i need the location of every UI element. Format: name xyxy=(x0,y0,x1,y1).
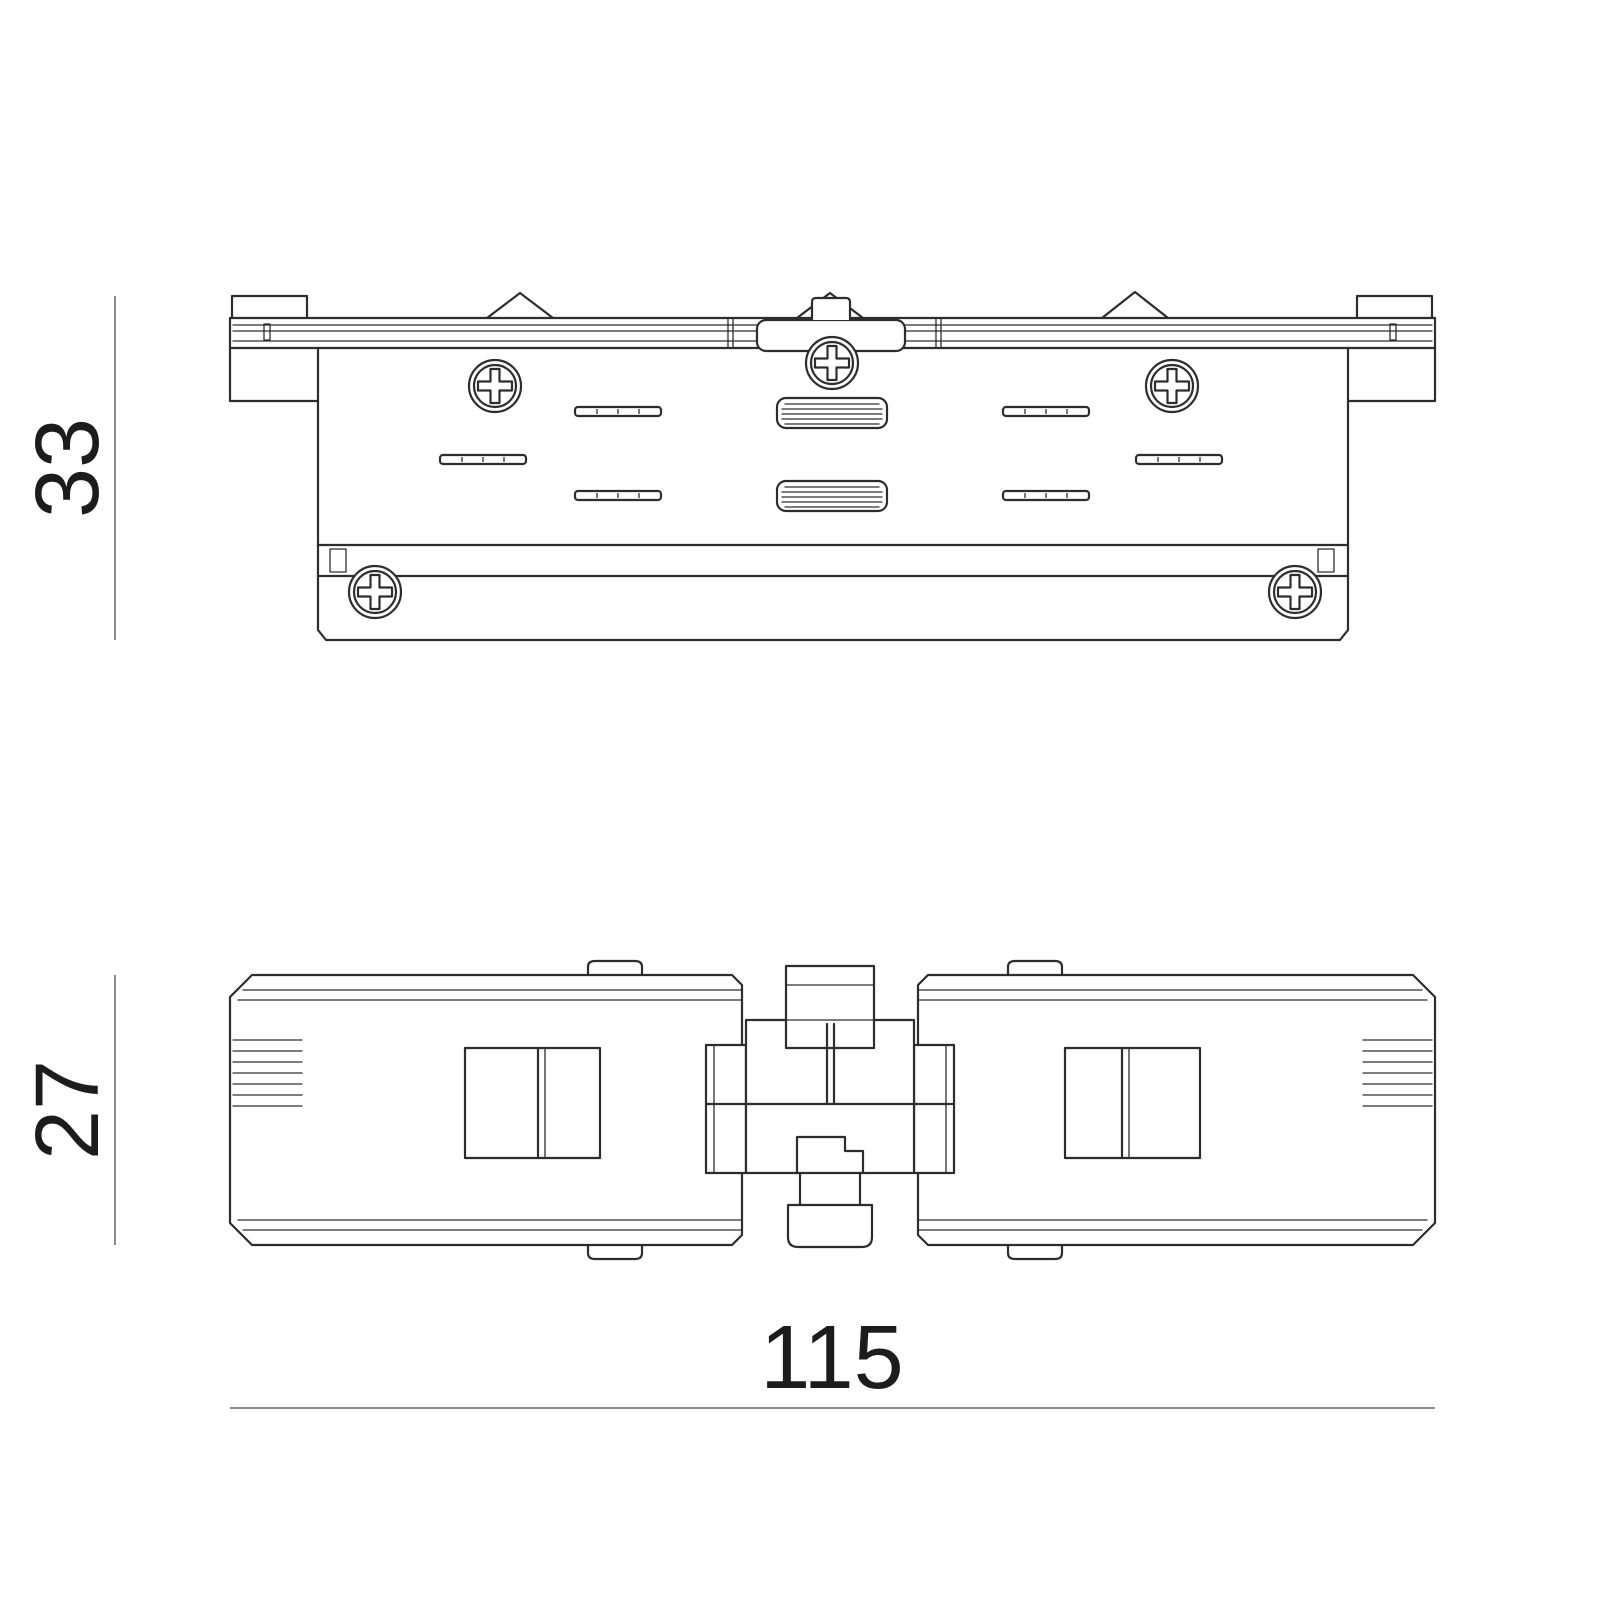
plan-view xyxy=(228,959,1437,1261)
end-step-left xyxy=(228,346,320,403)
right-body-block xyxy=(916,973,1437,1247)
vent-slot xyxy=(1134,453,1224,466)
dim-label-plan-height: 27 xyxy=(18,1060,118,1160)
coupling-wing-right xyxy=(912,1043,956,1175)
vent-slot xyxy=(1001,489,1091,502)
locating-bump xyxy=(1100,290,1170,320)
vent-slot xyxy=(573,489,663,502)
phillips-screw xyxy=(804,335,860,391)
coupling-notch xyxy=(795,1135,865,1175)
coupling-head xyxy=(784,964,876,1050)
rail-stamp-mark xyxy=(263,323,271,341)
end-tab-right xyxy=(1355,294,1434,320)
rail-stamp-mark xyxy=(1389,323,1397,341)
dimension-annotations: 33 27 115 xyxy=(18,296,1435,1409)
phillips-screw xyxy=(467,358,523,414)
connector-body xyxy=(316,346,1350,642)
center-latch-nub xyxy=(810,296,852,322)
mount-tab xyxy=(586,1243,644,1261)
vent-slot xyxy=(1001,405,1091,418)
dim-label-front-height: 33 xyxy=(18,418,118,518)
terminal-window xyxy=(463,1046,602,1160)
left-body-block xyxy=(228,973,744,1247)
front-view xyxy=(228,290,1437,642)
mount-tab xyxy=(1006,1243,1064,1261)
band-end-detail xyxy=(1317,548,1335,573)
mount-tab xyxy=(1006,959,1064,977)
locating-bump xyxy=(795,291,865,320)
end-step-right xyxy=(1346,346,1437,403)
vent-slot xyxy=(438,453,528,466)
phillips-screw xyxy=(347,564,403,620)
hatched-slot xyxy=(775,479,889,513)
locating-bump xyxy=(485,291,555,320)
grip-hatch-left xyxy=(232,1039,303,1107)
mount-tab xyxy=(586,959,644,977)
coupling-foot xyxy=(786,1203,874,1249)
dim-label-overall-width: 115 xyxy=(760,1308,903,1408)
phillips-screw xyxy=(1267,564,1323,620)
band-end-detail xyxy=(329,548,347,573)
coupling-wing-left xyxy=(704,1043,748,1175)
terminal-window xyxy=(1063,1046,1202,1160)
grip-hatch-right xyxy=(1362,1039,1433,1107)
end-tab-left xyxy=(230,294,309,320)
vent-slot xyxy=(573,405,663,418)
phillips-screw xyxy=(1144,358,1200,414)
hatched-slot xyxy=(775,396,889,430)
